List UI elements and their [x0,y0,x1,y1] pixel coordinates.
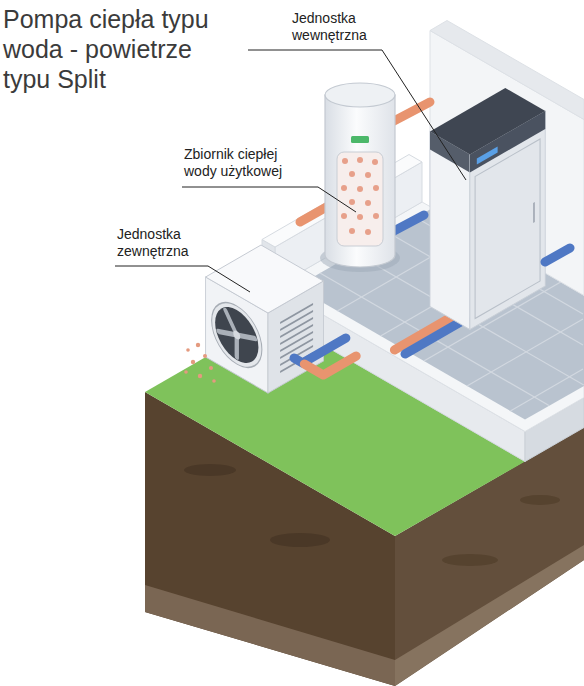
air-dot [203,354,207,358]
diagram-title: Pompa ciepła typu woda - powietrze typu … [3,4,228,94]
water-tank [320,83,400,272]
unit-display [477,147,498,165]
heat-dot [373,213,379,219]
heat-dot [341,185,347,191]
soil-layer [145,585,395,686]
heat-dot [342,158,348,164]
cold-pipe [545,248,570,262]
grille-slat [280,304,313,323]
air-dot [196,343,200,347]
fan-blades [219,307,255,368]
part-label: Zbiornik ciepłej wody użytkowej [184,146,296,180]
soil-patch [184,464,236,476]
tank-cutaway [337,152,383,246]
heat-dot [349,228,355,234]
heat-dot [349,199,355,205]
hot-pipe [304,356,356,375]
door-handle [533,203,535,223]
outdoor-unit [206,245,324,393]
indoor-unit [430,88,570,330]
heat-dot [365,200,371,206]
unit-door [475,139,540,319]
heat-dots [341,157,379,235]
part-label: Jednostka wewnętrzna [292,10,377,44]
heat-dot [365,172,371,178]
tank-indicator [351,136,369,143]
air-dot [209,366,213,370]
leader-lines [115,50,466,292]
air-dot [212,379,216,383]
cold-pipe [294,338,346,363]
leader-line [182,187,356,212]
heat-dot [349,171,355,177]
air-dot [186,348,190,352]
tank-body [325,95,395,267]
unit-top [430,88,545,155]
heat-dot [357,214,363,220]
outdoor-pipes [294,338,356,375]
house [262,21,584,462]
leader-line [248,50,466,180]
heat-dot [341,213,347,219]
indoor-front-face [430,132,470,330]
air-dot [184,370,188,374]
tile-line [510,369,583,411]
fan-opening [215,298,258,373]
hot-pipe [392,102,430,122]
leader-line [115,266,250,292]
tank-top [325,83,395,107]
heat-dot [365,229,371,235]
heat-dot [373,185,379,191]
part-label: Jednostka zewnętrzna [117,226,202,260]
cold-pipe [405,319,466,354]
air-dot [191,360,195,364]
fan-hub [233,329,240,341]
unit-panel [430,132,470,330]
soil-patch [442,554,498,566]
soil-layer [395,545,584,686]
air-dot [198,374,202,378]
soil-patch [270,533,330,547]
heat-dot [357,186,363,192]
cold-pipe [392,215,424,232]
air-particles [184,343,216,383]
soil-patch [520,495,560,505]
tile-line [467,319,583,386]
heat-dot [372,159,378,165]
heat-dot [357,157,363,163]
unit-top [206,245,324,313]
